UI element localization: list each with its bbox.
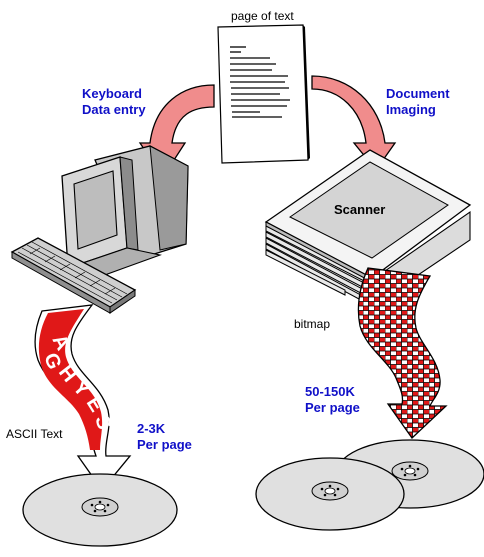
document-icon [217,24,310,164]
ascii-size-line2: Per page [137,437,192,452]
computer-icon [61,145,189,277]
ascii-text-label: ASCII Text [6,427,63,441]
disk-icon [255,457,405,531]
imaging-label-line2: Imaging [386,102,436,117]
page-of-text-label: page of text [231,9,294,23]
imaging-label-line1: Document [386,86,450,101]
scanner-icon [264,149,472,308]
bitmap-ribbon-arrow [357,267,448,439]
disk-icon [22,473,178,547]
svg-text:G: G [39,350,65,372]
ascii-ribbon-arrow: A G H Y E S [34,304,132,492]
keyboard-label-line2: Data entry [82,102,146,117]
keyboard-icon [10,237,137,314]
bitmap-label: bitmap [294,317,330,331]
svg-text:S: S [90,413,115,432]
keyboard-label-line1: Keyboard [82,86,142,101]
right-arrow [311,75,397,172]
ascii-size-line1: 2-3K [137,421,166,436]
scanner-label: Scanner [334,202,385,217]
bitmap-size-line2: Per page [305,400,360,415]
bitmap-size-line1: 50-150K [305,384,355,399]
